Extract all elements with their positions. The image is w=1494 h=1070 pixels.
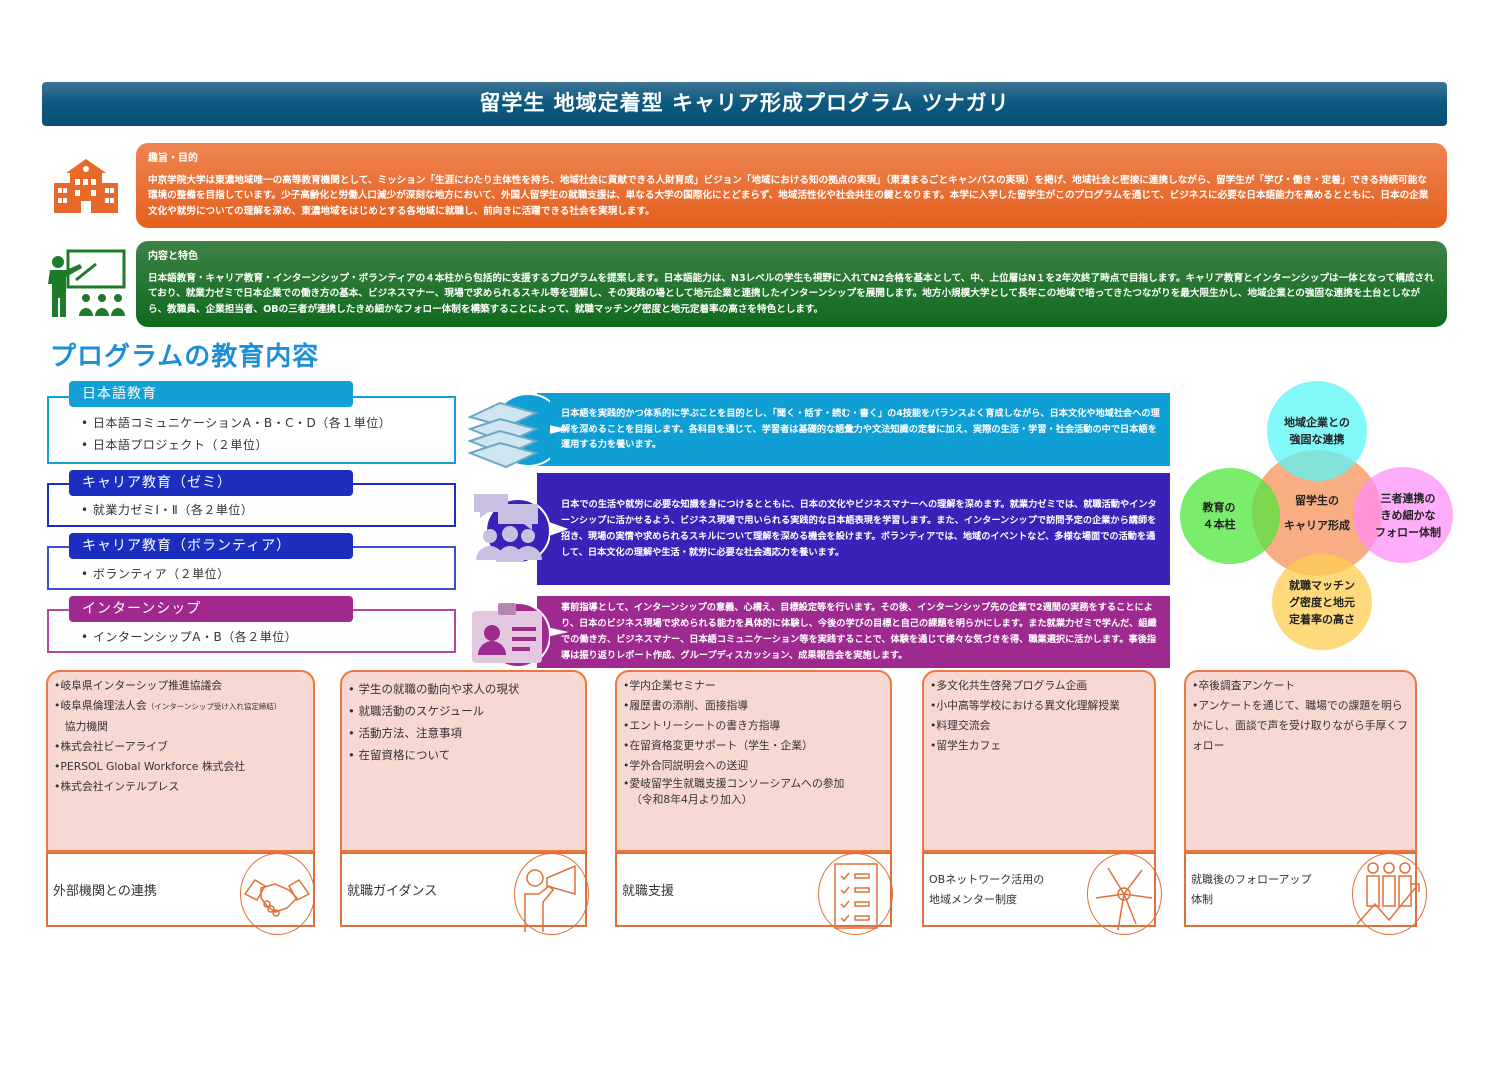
card-label-line: 地域メンター制度 — [929, 892, 1017, 906]
card-item: •多文化共生啓発プログラム企画 — [930, 679, 1088, 692]
course-tab-internship: インターンシップ — [69, 596, 353, 622]
venn-top: 地域企業との強固な連携 — [1267, 381, 1367, 481]
purpose-panel: 趣旨・目的 中京学院大学は東濃地域唯一の高等教育機関として、ミッション「生涯にわ… — [136, 143, 1447, 228]
venn-bottom: 就職マッチング密度と地元定着率の高さ — [1272, 554, 1372, 650]
course-item: • 日本語コミュニケーションA・B・C・D（各１単位） — [81, 416, 392, 430]
venn-text: 就職マッチン — [1289, 578, 1355, 592]
card-label-line: 体制 — [1191, 892, 1213, 906]
card-item: •エントリーシートの書き方指導 — [623, 719, 781, 732]
venn-text: 強固な連携 — [1289, 433, 1345, 446]
venn-text: ４本柱 — [1202, 518, 1236, 531]
card-followup: •卒後調査アンケート •アンケートを通じて、職場での課題を明らかにし、面談で声を… — [1184, 670, 1417, 852]
teacher-icon — [46, 248, 126, 320]
card-item: •アンケートを通じて、職場での課題を明らかにし、面談で声を受け取りながら手厚くフ… — [1192, 699, 1408, 752]
growth-people-icon — [1352, 853, 1427, 935]
hands-icon — [1087, 853, 1162, 935]
purpose-heading: 趣旨・目的 — [148, 153, 198, 164]
card-label-line: OBネットワーク活用の — [929, 872, 1045, 886]
course-item: • ボランティア（２単位） — [81, 567, 230, 581]
venn-text: きめ細かな — [1380, 508, 1436, 522]
card-item: •PERSOL Global Workforce 株式会社 — [54, 760, 246, 773]
card-item: •岐阜県インターシップ推進協議会 — [54, 679, 223, 692]
card-item: •株式会社ビーアライブ — [54, 740, 168, 753]
card-mentor: •多文化共生啓発プログラム企画 •小中高等学校における異文化理解授業 •料理交流… — [922, 670, 1156, 852]
features-text: 日本語教育・キャリア教育・インターンシップ・ボランティアの４本柱から包括的に支援… — [148, 272, 1434, 315]
books-icon — [468, 389, 550, 471]
card-item: •在留資格変更サポート（学生・企業） — [623, 739, 813, 752]
card-item: 協力機関 — [54, 720, 108, 733]
course-tab-volunteer: キャリア教育（ボランティア） — [69, 533, 353, 559]
card-item: •学内企業セミナー — [623, 679, 716, 692]
course-item: • 就業力ゼミⅠ・Ⅱ（各２単位） — [81, 503, 254, 517]
description-text: 日本語を実践的かつ体系的に学ぶことを目的とし、「聞く・話す・読む・書く」の4技能… — [561, 407, 1160, 451]
course-item: • 日本語プロジェクト（２単位） — [81, 438, 268, 452]
handshake-icon — [240, 853, 315, 935]
card-item: •留学生カフェ — [930, 739, 1002, 752]
card-item: （令和8年4月より加入） — [631, 793, 753, 806]
venn-text: 定着率の高さ — [1289, 612, 1355, 626]
venn-text: 三者連携の — [1380, 491, 1436, 505]
card-item: •履歴書の添削、面接指導 — [623, 699, 749, 712]
card-note: （インターンシップ受け入れ協定締結） — [146, 702, 282, 711]
checklist-icon — [818, 853, 893, 935]
card-item: •愛岐留学生就職支援コンソーシアムへの参加 — [623, 777, 845, 790]
course-tab-japanese: 日本語教育 — [69, 381, 353, 407]
course-tab-seminar: キャリア教育（ゼミ） — [69, 470, 353, 496]
page-title: 留学生 地域定着型 キャリア形成プログラム ツナガリ — [42, 82, 1447, 126]
id-card-icon — [468, 597, 550, 679]
course-item: • インターンシップA・B（各２単位） — [81, 630, 298, 644]
card-label-line: 就職後のフォローアップ — [1191, 872, 1312, 886]
discussion-icon — [468, 490, 550, 572]
description-text: 日本での生活や就労に必要な知識を身につけるとともに、日本の文化やビジネスマナーへ… — [561, 499, 1157, 558]
venn-left: 教育の ４本柱 — [1180, 468, 1280, 564]
venn-right: 三者連携のきめ細かなフォロー体制 — [1353, 467, 1453, 563]
internship-description: 事前指導として、インターンシップの意義、心構え、目標設定等を行います。その後、イ… — [537, 596, 1170, 668]
card-item: • 学生の就職の動向や求人の現状 — [348, 682, 520, 696]
venn-text: 教育の — [1202, 501, 1236, 514]
features-heading: 内容と特色 — [148, 251, 198, 262]
card-item: •岐阜県倫理法人会（インターンシップ受け入れ協定締結） — [54, 699, 282, 712]
features-panel: 内容と特色 日本語教育・キャリア教育・インターンシップ・ボランティアの４本柱から… — [136, 241, 1447, 327]
section-title: プログラムの教育内容 — [50, 342, 320, 372]
japanese-description: 日本語を実践的かつ体系的に学ぶことを目的とし、「聞く・話す・読む・書く」の4技能… — [537, 393, 1170, 466]
card-job-support: •学内企業セミナー •履歴書の添削、面接指導 •エントリーシートの書き方指導 •… — [615, 670, 892, 852]
card-job-guidance: • 学生の就職の動向や求人の現状 • 就職活動のスケジュール • 活動方法、注意… — [340, 670, 587, 852]
card-external-partners: •岐阜県インターシップ推進協議会 •岐阜県倫理法人会（インターンシップ受け入れ協… — [46, 670, 315, 852]
card-item: •卒後調査アンケート — [1192, 679, 1296, 692]
venn-text: 地域企業との — [1284, 416, 1350, 429]
card-item: • 在留資格について — [348, 748, 451, 762]
venn-text: グ密度と地元 — [1289, 595, 1355, 609]
purpose-text: 中京学院大学は東濃地域唯一の高等教育機関として、ミッション「生涯にわたり主体性を… — [148, 174, 1429, 217]
career-description: 日本での生活や就労に必要な知識を身につけるとともに、日本の文化やビジネスマナーへ… — [537, 473, 1170, 585]
venn-text: 留学生の — [1295, 494, 1339, 507]
card-item: •小中高等学校における異文化理解授業 — [930, 699, 1120, 712]
card-item: • 活動方法、注意事項 — [348, 726, 462, 740]
card-item: •株式会社インテルプレス — [54, 780, 180, 793]
megaphone-icon — [514, 853, 589, 935]
venn-text: フォロー体制 — [1375, 525, 1441, 539]
card-item: • 就職活動のスケジュール — [348, 704, 485, 718]
school-icon — [52, 157, 120, 215]
card-item: •学外合同説明会への送迎 — [623, 759, 749, 772]
card-item: •料理交流会 — [930, 719, 991, 732]
venn-text: キャリア形成 — [1284, 519, 1350, 532]
description-text: 事前指導として、インターンシップの意義、心構え、目標設定等を行います。その後、イ… — [561, 602, 1157, 661]
